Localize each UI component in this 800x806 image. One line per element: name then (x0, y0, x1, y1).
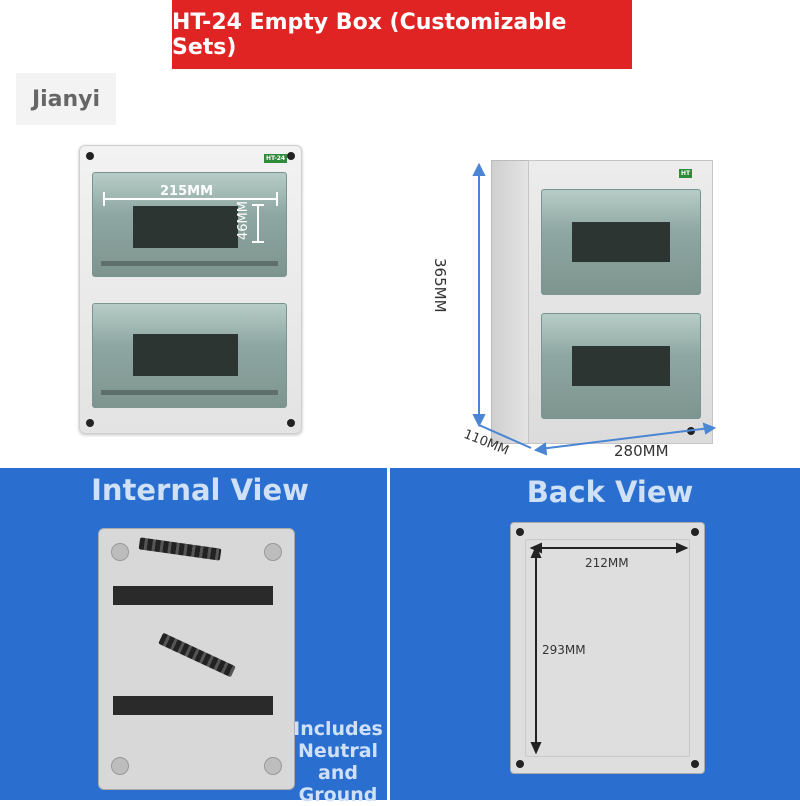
back-view-title: Back View (526, 475, 694, 509)
door-latch-rail (101, 390, 278, 395)
product-title: HT-24 Empty Box (Customizable Sets) (172, 9, 567, 60)
screw-icon (691, 760, 699, 768)
angled-box-side (491, 160, 533, 444)
mounting-hole (111, 543, 129, 561)
screw-icon (287, 152, 295, 160)
model-badge: HT-24 (264, 154, 288, 163)
din-rail-top (113, 586, 273, 605)
din-rail-bottom (113, 696, 273, 715)
screw-icon (287, 419, 295, 427)
screw-icon (691, 528, 699, 536)
product-title-banner: HT-24 Empty Box (Customizable Sets) (172, 0, 632, 69)
includes-note: Includes Neutral and Ground (293, 718, 383, 806)
screw-icon (86, 152, 94, 160)
back-view-box (510, 522, 705, 774)
back-panel-recess (525, 539, 690, 757)
model-badge-small: HT (679, 169, 693, 178)
mounting-hole (264, 543, 282, 561)
brand-label: Jianyi (16, 73, 116, 125)
angled-box-front: HT (528, 160, 713, 444)
front-width-label: 215MM (160, 184, 214, 199)
breaker-slot (133, 334, 238, 376)
breaker-slot (572, 346, 670, 386)
angled-window-top (541, 189, 701, 295)
brand-name: Jianyi (31, 86, 101, 112)
angled-height-label: 365MM (431, 258, 449, 313)
ground-terminal-bar (138, 537, 222, 561)
screw-icon (516, 528, 524, 536)
breaker-slot (133, 206, 238, 248)
screw-icon (687, 427, 695, 435)
mounting-hole (111, 757, 129, 775)
front-height-label: 46MM (236, 201, 251, 240)
screw-icon (86, 419, 94, 427)
internal-view-box (98, 528, 295, 790)
back-width-label: 212MM (585, 556, 629, 570)
back-height-label: 293MM (542, 643, 586, 657)
breaker-slot (572, 222, 670, 262)
screw-icon (516, 760, 524, 768)
front-view-box: HT-24 (79, 145, 302, 434)
breaker-window-top (92, 172, 287, 277)
door-latch-rail (101, 261, 278, 266)
neutral-terminal-bar (158, 632, 236, 678)
internal-view-title: Internal View (91, 473, 309, 507)
angled-width-label: 280MM (614, 442, 669, 460)
mounting-hole (264, 757, 282, 775)
angled-window-bottom (541, 313, 701, 419)
breaker-window-bottom (92, 303, 287, 408)
